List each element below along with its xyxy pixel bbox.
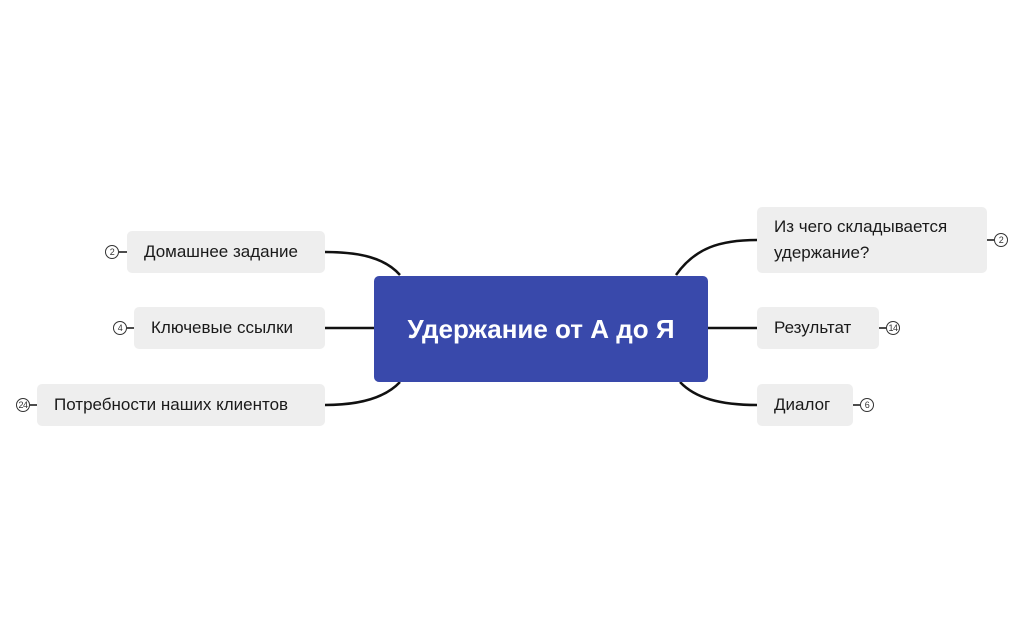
topic-label: Домашнее задание (144, 242, 298, 261)
collapsed-count-badge[interactable]: 24 (16, 398, 30, 412)
topic-key-links[interactable]: Ключевые ссылки (134, 307, 325, 349)
topic-label: Диалог (774, 395, 831, 414)
topic-dialog[interactable]: Диалог (757, 384, 853, 426)
topic-label: Результат (774, 318, 852, 337)
collapsed-count-badge[interactable]: 2 (994, 233, 1008, 247)
connector-left-1 (324, 250, 401, 276)
topic-retention-components[interactable]: Из чего складывается удержание? (757, 207, 987, 273)
topic-homework[interactable]: Домашнее задание (127, 231, 325, 273)
topic-label: Потребности наших клиентов (54, 395, 289, 414)
connector-right-3 (679, 381, 758, 407)
connector-right-1 (674, 238, 758, 276)
connector-left-3 (324, 381, 401, 407)
collapsed-count-badge[interactable]: 2 (105, 245, 119, 259)
collapsed-count-badge[interactable]: 6 (860, 398, 874, 412)
topic-label: Ключевые ссылки (151, 318, 294, 337)
topic-result[interactable]: Результат (757, 307, 879, 349)
collapsed-count-badge[interactable]: 14 (886, 321, 900, 335)
collapsed-count-badge[interactable]: 4 (113, 321, 127, 335)
central-topic-label: Удержание от А до Я (407, 314, 675, 344)
topic-client-needs[interactable]: Потребности наших клиентов (37, 384, 325, 426)
central-topic[interactable]: Удержание от А до Я (374, 276, 708, 382)
topic-label: Из чего складывается удержание? (774, 217, 948, 262)
